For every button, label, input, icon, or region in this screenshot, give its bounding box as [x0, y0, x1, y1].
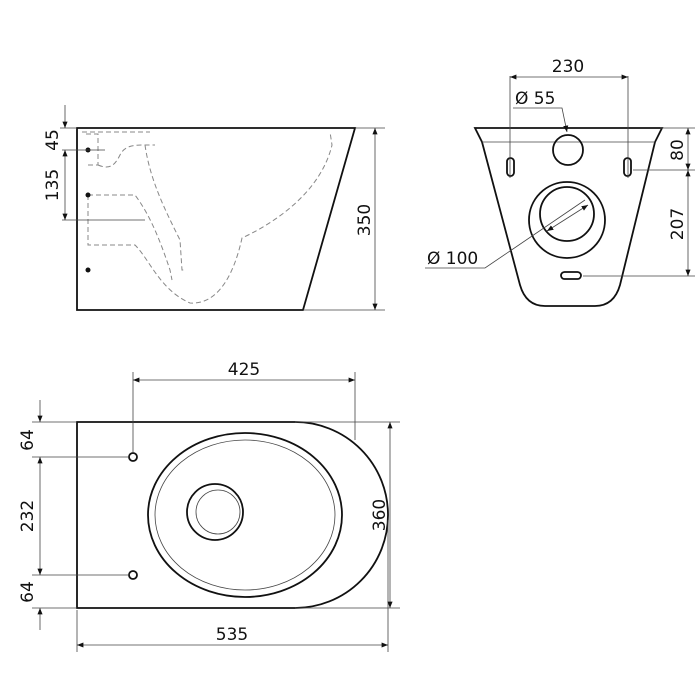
dim-bottom-label: 64: [18, 581, 38, 603]
front-view: 230 Ø 55 Ø 100 80 207: [425, 57, 695, 307]
dim-mid-label: 135: [43, 169, 63, 201]
side-view: 45 135 350: [43, 105, 385, 311]
dim-bottom-label: 207: [668, 208, 688, 240]
dim-top-label: 45: [43, 129, 63, 151]
dim-outlet-label: Ø 100: [427, 249, 478, 269]
dim-holes-label: 425: [228, 360, 260, 380]
dim-mid-label: 232: [18, 500, 38, 532]
dim-height-label: 350: [355, 204, 375, 236]
dim-width-label: 360: [370, 499, 390, 531]
dim-width-label: 230: [552, 57, 584, 77]
dim-top-label: 64: [18, 429, 38, 451]
dim-top-label: 80: [668, 139, 688, 161]
dim-inlet-label: Ø 55: [515, 89, 555, 109]
dim-length-label: 535: [216, 625, 248, 645]
top-view: 425 360 535 64 232 64: [18, 360, 400, 652]
